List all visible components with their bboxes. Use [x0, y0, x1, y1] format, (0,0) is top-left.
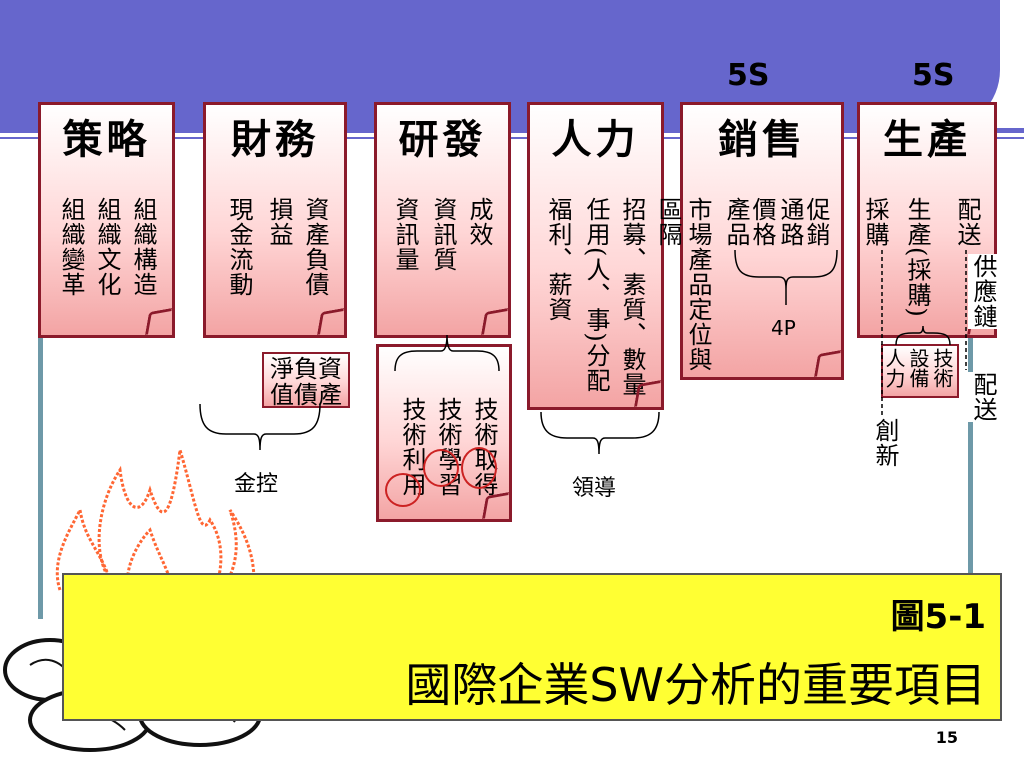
card-item: 價格 — [748, 197, 776, 247]
frame-line-right — [968, 139, 973, 579]
page-curl — [481, 491, 510, 520]
brace-tech — [394, 334, 500, 372]
card-item: 生產(採購) — [903, 197, 931, 318]
label-4p: 4P — [771, 316, 796, 340]
page-curl — [480, 307, 509, 336]
net-assets-line: 值債產 — [270, 381, 342, 409]
card-item: 福利、薪資 — [544, 197, 572, 322]
tech-box: 技術取得 技術學習 技術利用 — [376, 334, 512, 522]
header-stripe-thin — [0, 137, 1024, 139]
card-item: 組織文化 — [93, 197, 121, 297]
card-item: 任用(人、事)分配 — [582, 197, 610, 393]
brace-holding — [199, 403, 321, 451]
holding-label: 金控 — [234, 472, 279, 497]
page-curl — [633, 379, 662, 408]
frame-line-left — [38, 139, 43, 619]
net-assets-box: 淨負資 值債產 — [262, 352, 350, 408]
prod-sub-item: 技術 — [930, 348, 954, 388]
highlight-circle — [385, 473, 421, 507]
card-item: 採購 — [861, 197, 889, 247]
label-5s-production: 5S — [912, 58, 955, 93]
brace-4p — [734, 249, 838, 305]
card-item: 招募、素質、數量 — [618, 197, 646, 397]
figure-number: 圖5-1 — [890, 597, 986, 637]
card-title: 策略 — [62, 116, 151, 163]
card-item: 通路 — [776, 197, 804, 247]
page-number: 15 — [935, 728, 958, 747]
leadership-label: 領導 — [572, 476, 617, 501]
card-strategy: 策略 組織構造 組織文化 組織變革 — [38, 102, 175, 338]
card-sales: 銷售 促銷 通路 價格 產品 市場產品定位與區隔 4P — [654, 102, 844, 380]
card-title: 財務 — [231, 116, 319, 163]
page-curl — [813, 349, 842, 378]
highlight-circle — [461, 447, 497, 489]
card-title: 研發 — [398, 116, 487, 163]
card-item: 配送 — [953, 197, 981, 247]
card-finance: 財務 資產負債 損益 現金流動 — [203, 102, 347, 338]
delivery-text: 配送 — [968, 372, 998, 422]
card-title: 銷售 — [718, 116, 806, 163]
figure-title: 國際企業SW分析的重要項目 — [405, 658, 986, 712]
highlight-circle — [423, 449, 459, 487]
card-rnd: 研發 成效 資訊質 資訊量 — [374, 102, 511, 338]
card-item: 損益 — [265, 197, 293, 247]
label-5s-sales: 5S — [727, 58, 770, 93]
card-item: 資產負債 — [301, 197, 329, 297]
header-stripe — [0, 128, 1024, 133]
brace-production — [895, 325, 951, 346]
card-item: 組織構造 — [129, 197, 157, 297]
card-item: 組織變革 — [57, 197, 85, 297]
caption-box: 圖5-1 國際企業SW分析的重要項目 — [62, 573, 1002, 721]
card-item: 現金流動 — [225, 197, 253, 297]
dashed-links — [881, 250, 967, 418]
innovation-label: 創新 — [871, 418, 899, 468]
card-item: 促銷 — [802, 197, 830, 247]
net-assets-line: 淨負資 — [270, 355, 342, 383]
card-item: 成效 — [465, 197, 493, 247]
prod-sub-item: 設備 — [906, 348, 930, 388]
page-curl — [144, 307, 173, 336]
card-item: 市場產品定位與區隔 — [654, 197, 712, 372]
card-item: 資訊量 — [391, 197, 419, 272]
card-item: 產品 — [722, 197, 750, 247]
card-title: 生產 — [883, 116, 971, 163]
card-hr: 人力 招募、素質、數量 任用(人、事)分配 福利、薪資 — [527, 102, 664, 410]
card-production: 生產 配送 生產(採購) 採購 — [857, 102, 997, 338]
card-item: 資訊質 — [429, 197, 457, 272]
brace-leadership — [540, 411, 660, 455]
page-curl — [316, 307, 345, 336]
supply-chain-text: 供應鏈 — [968, 254, 998, 329]
card-title: 人力 — [551, 116, 640, 163]
prod-sub-item: 人力 — [882, 348, 906, 388]
